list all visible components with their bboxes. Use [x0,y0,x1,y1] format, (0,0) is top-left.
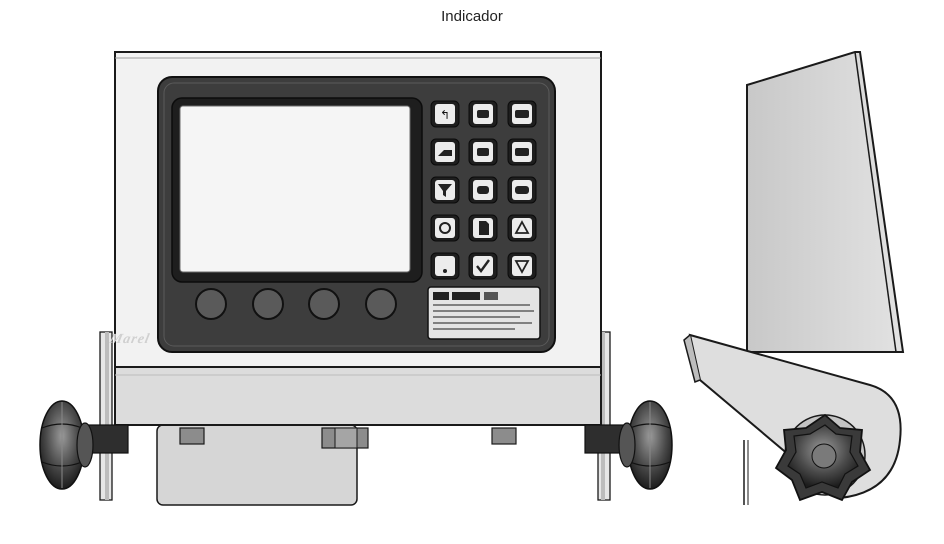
target-key-icon [439,222,451,234]
side-view [683,51,905,505]
figure-title: Indicador [441,8,503,25]
zero-key-icon [515,110,529,118]
document-key-icon [479,221,489,235]
nameplate [427,286,541,340]
key-up[interactable] [507,214,537,242]
weight-key-icon: ↰ [440,108,450,122]
filter-key-icon [438,184,452,197]
keypad: ↰ [430,100,537,280]
key-zero[interactable] [507,100,537,128]
print-key-icon [438,150,452,156]
display-screen [179,105,411,273]
key-filter[interactable] [430,176,460,204]
key-weight[interactable]: ↰ [430,100,460,128]
base-nuts [179,427,517,449]
left-knob[interactable] [39,400,129,490]
check-key-icon [476,259,490,273]
key-target[interactable] [430,214,460,242]
key-dot[interactable] [430,252,460,280]
key-tare[interactable] [468,100,498,128]
key-mode[interactable] [507,176,537,204]
key-memory[interactable] [507,138,537,166]
tare-key-icon [477,110,489,118]
key-select[interactable] [468,176,498,204]
dot-key-icon [443,269,447,273]
key-print[interactable] [430,138,460,166]
soft-key-1[interactable] [195,288,227,320]
soft-key-2[interactable] [252,288,284,320]
housing-base-band [114,366,602,426]
key-down[interactable] [507,252,537,280]
soft-key-4[interactable] [365,288,397,320]
memory-key-icon [515,148,529,156]
key-document[interactable] [468,214,498,242]
soft-key-3[interactable] [308,288,340,320]
arrow-up-icon [514,220,530,234]
arrow-down-icon [514,260,530,274]
mode-key-icon [515,186,529,194]
function-key-icon [477,148,489,156]
right-knob[interactable] [584,400,673,490]
select-key-icon [477,186,489,194]
front-view: Marel ↰ [39,51,673,506]
side-star-knob[interactable] [774,413,872,502]
left-bracket [99,331,113,501]
soft-keys [195,288,397,320]
side-housing [746,51,905,353]
key-check[interactable] [468,252,498,280]
brand-logo: Marel [107,331,151,347]
key-function[interactable] [468,138,498,166]
